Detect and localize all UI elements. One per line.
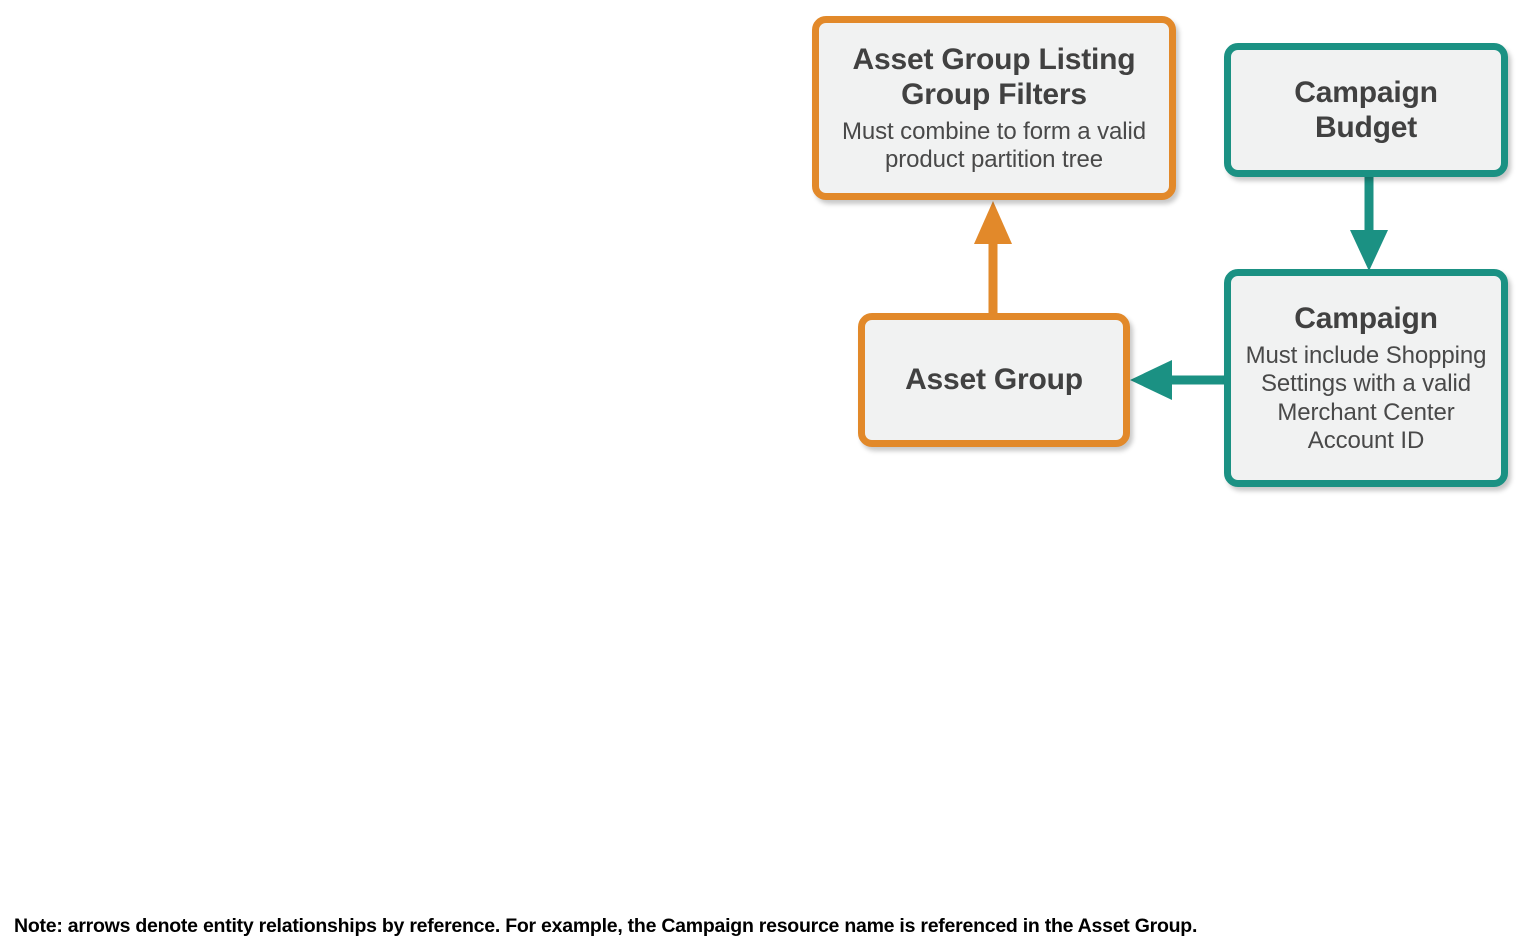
node-title-asset-group-listing-group-filters: Asset Group Listing Group Filters <box>852 42 1136 111</box>
node-title-campaign-budget: Campaign Budget <box>1294 75 1438 144</box>
node-asset-group-listing-group-filters[interactable]: Asset Group Listing Group Filters Must c… <box>812 16 1176 200</box>
node-asset-group[interactable]: Asset Group <box>858 313 1130 447</box>
node-campaign-budget[interactable]: Campaign Budget <box>1224 43 1508 177</box>
edge-campaign-to-asset-group <box>1130 360 1232 400</box>
node-description-campaign: Must include Shopping Settings with a va… <box>1245 342 1487 454</box>
node-title-campaign: Campaign <box>1294 302 1438 336</box>
node-campaign[interactable]: Campaign Must include Shopping Settings … <box>1224 269 1508 487</box>
node-title-asset-group: Asset Group <box>905 363 1083 397</box>
node-description-asset-group-listing-group-filters: Must combine to form a valid product par… <box>842 118 1146 174</box>
diagram-note: Note: arrows denote entity relationships… <box>14 915 1198 937</box>
edge-asset-group-to-listing-group-filters <box>974 201 1012 321</box>
edge-campaign-budget-to-campaign <box>1350 172 1388 271</box>
